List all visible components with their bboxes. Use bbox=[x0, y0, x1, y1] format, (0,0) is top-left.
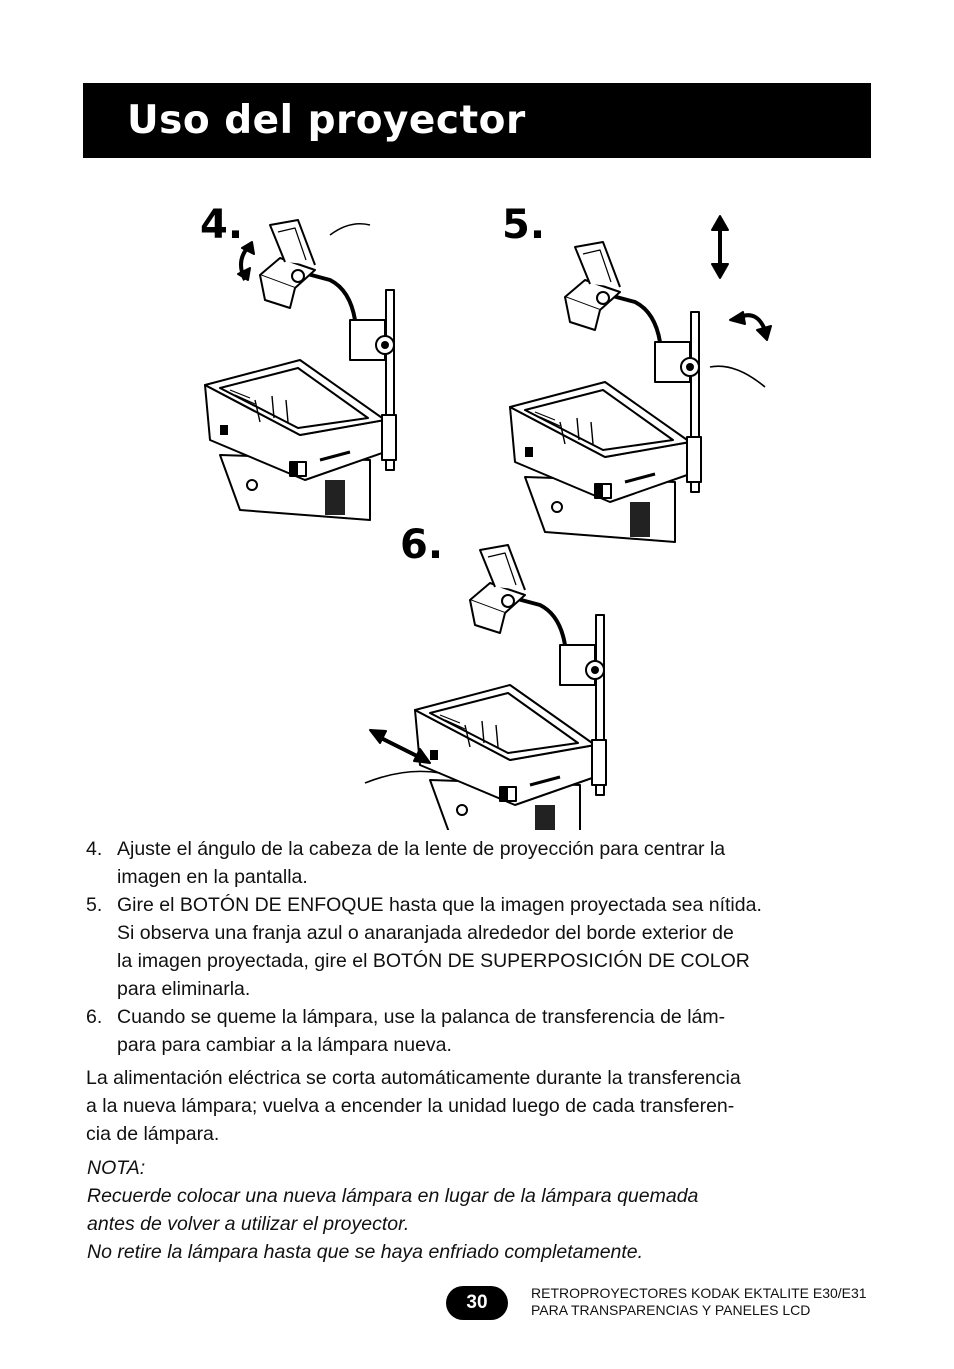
step-text-line: Ajuste el ángulo de la cabeza de la lent… bbox=[117, 838, 726, 860]
footer-line-1: RETROPROYECTORES KODAK EKTALITE E30/E31 bbox=[531, 1285, 867, 1301]
page-title: Uso del proyector bbox=[127, 98, 526, 143]
page-number: 30 bbox=[466, 1292, 488, 1313]
step-text-line: para eliminarla. bbox=[117, 978, 251, 1000]
step-label-6: 6. bbox=[400, 522, 443, 568]
footer-line-2: PARA TRANSPARENCIAS Y PANELES LCD bbox=[531, 1302, 811, 1318]
step-number: 4. bbox=[86, 838, 103, 860]
paragraph-line: a la nueva lámpara; vuelva a encender la… bbox=[86, 1095, 735, 1117]
step-item: 6. Cuando se queme la lámpara, use la pa… bbox=[84, 1003, 884, 1059]
step-item: 5. Gire el BOTÓN DE ENFOQUE hasta que la… bbox=[84, 891, 884, 1003]
step-item: 4. Ajuste el ángulo de la cabeza de la l… bbox=[84, 835, 884, 891]
title-bar: Uso del proyector bbox=[83, 83, 871, 158]
step-text-line: imagen en la pantalla. bbox=[117, 866, 308, 888]
step-text-line: la imagen proyectada, gire el BOTÓN DE S… bbox=[117, 950, 750, 972]
projector-step-4 bbox=[203, 218, 398, 522]
step-label-5: 5. bbox=[502, 202, 545, 248]
projector-step-6 bbox=[364, 543, 608, 830]
step-text-line: Si observa una franja azul o anaranjada … bbox=[117, 922, 734, 944]
step-text-line: Gire el BOTÓN DE ENFOQUE hasta que la im… bbox=[117, 894, 762, 916]
paragraph-line: La alimentación eléctrica se corta autom… bbox=[86, 1067, 741, 1089]
note-label: NOTA: bbox=[87, 1157, 146, 1179]
step-number: 6. bbox=[86, 1006, 103, 1028]
note-line: No retire la lámpara hasta que se haya e… bbox=[87, 1241, 644, 1263]
step-label-4: 4. bbox=[200, 202, 243, 248]
note-line: antes de volver a utilizar el proyector. bbox=[87, 1213, 410, 1235]
note-block: NOTA: Recuerde colocar una nueva lámpara… bbox=[87, 1154, 877, 1266]
note-line: Recuerde colocar una nueva lámpara en lu… bbox=[87, 1185, 699, 1207]
projector-illustration: 4. 5. 6. bbox=[200, 202, 772, 830]
step-number: 5. bbox=[86, 894, 103, 916]
power-paragraph: La alimentación eléctrica se corta autom… bbox=[86, 1064, 876, 1148]
page-number-badge: 30 bbox=[446, 1286, 508, 1320]
step-text-line: Cuando se queme la lámpara, use la palan… bbox=[117, 1006, 726, 1028]
instruction-steps: 4. Ajuste el ángulo de la cabeza de la l… bbox=[84, 835, 884, 1059]
projector-step-5 bbox=[508, 215, 772, 544]
footer-text: RETROPROYECTORES KODAK EKTALITE E30/E31 … bbox=[531, 1285, 867, 1319]
paragraph-line: cia de lámpara. bbox=[86, 1123, 220, 1145]
step-text-line: para para cambiar a la lámpara nueva. bbox=[117, 1034, 452, 1056]
